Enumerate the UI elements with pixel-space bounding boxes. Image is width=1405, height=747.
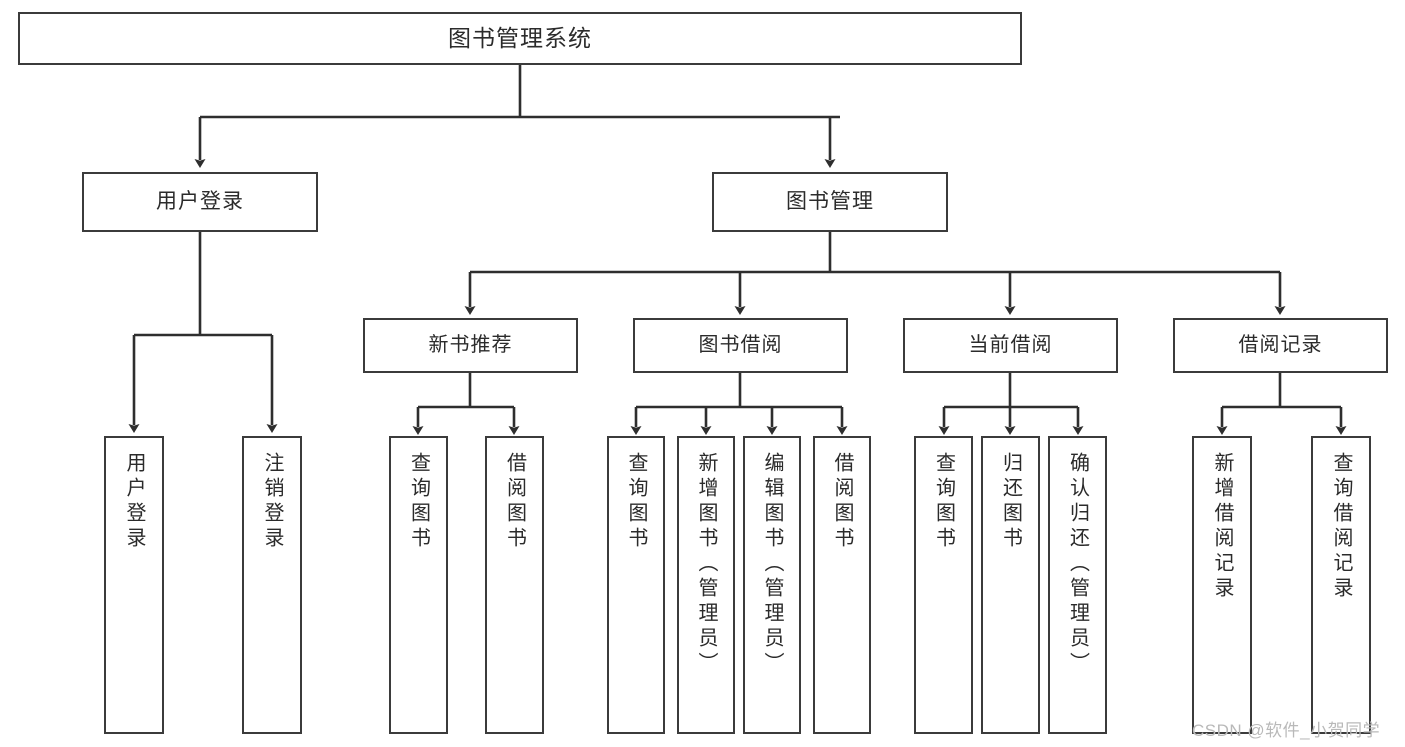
leaf-return-book[interactable]: 归还图书 [981,436,1040,734]
node-label: 图书管理 [786,189,874,213]
leaf-confirm-return-admin[interactable]: 确认归还（管理员） [1048,436,1107,734]
csdn-watermark: CSDN @软件_小贺同学 [1192,721,1381,740]
node-label: 查询图书 [932,452,955,552]
node-user-login[interactable]: 用户登录 [82,172,318,232]
node-label: 确认归还（管理员） [1066,452,1089,677]
node-label: 用户登录 [156,189,244,213]
node-label: 注销登录 [261,452,283,552]
node-label: 查询图书 [407,452,430,552]
node-label: 查询借阅记录 [1330,452,1352,602]
node-label: 查询图书 [625,452,647,552]
leaf-logout-login[interactable]: 注销登录 [242,436,302,734]
leaf-user-login[interactable]: 用户登录 [104,436,164,734]
leaf-add-borrow-record[interactable]: 新增借阅记录 [1192,436,1252,734]
node-label: 借阅图书 [503,452,526,552]
node-book-borrow[interactable]: 图书借阅 [633,318,848,373]
leaf-borrow-book-recommend[interactable]: 借阅图书 [485,436,544,734]
node-label: 新增借阅记录 [1211,452,1233,602]
node-label: 图书管理系统 [448,24,592,51]
leaf-add-book-admin[interactable]: 新增图书（管理员） [677,436,735,734]
leaf-query-borrow-record[interactable]: 查询借阅记录 [1311,436,1371,734]
node-label: 借阅记录 [1238,333,1323,356]
node-borrow-record[interactable]: 借阅记录 [1173,318,1388,373]
node-current-borrow[interactable]: 当前借阅 [903,318,1118,373]
node-label: 当前借阅 [968,333,1053,356]
node-label: 归还图书 [999,452,1022,552]
leaf-edit-book-admin[interactable]: 编辑图书（管理员） [743,436,801,734]
node-label: 新书推荐 [428,333,513,356]
leaf-query-book-recommend[interactable]: 查询图书 [389,436,448,734]
node-label: 新增图书（管理员） [695,452,717,677]
leaf-query-book-current[interactable]: 查询图书 [914,436,973,734]
leaf-borrow-book[interactable]: 借阅图书 [813,436,871,734]
node-label: 用户登录 [123,452,145,552]
leaf-query-book-borrow[interactable]: 查询图书 [607,436,665,734]
node-label: 借阅图书 [831,452,853,552]
node-label: 图书借阅 [698,333,783,356]
node-book-management[interactable]: 图书管理 [712,172,948,232]
node-label: 编辑图书（管理员） [761,452,783,677]
node-new-book-recommend[interactable]: 新书推荐 [363,318,578,373]
node-root-system[interactable]: 图书管理系统 [18,12,1022,65]
